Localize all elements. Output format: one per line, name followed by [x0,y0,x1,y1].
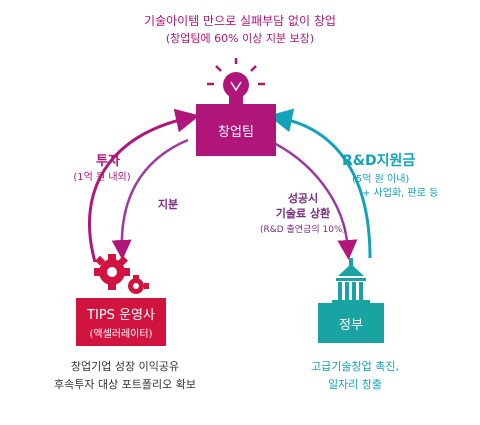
tips-note-2: 후속투자 대상 포트폴리오 확보 [53,378,197,391]
startup-team-label: 창업팀 [218,124,254,140]
investment-sublabel: (1억 원 내외) [73,172,131,183]
header-line-2: (창업팀에 60% 이상 지분 보장) [165,32,315,45]
repayment-arrow [267,138,358,260]
government-building-icon [332,258,370,303]
rnd-arrow [268,108,372,259]
government-note-2: 일자리 창출 [327,378,383,391]
header-line-1: 기술아이템 만으로 실패부담 없이 창업 [144,14,336,28]
equity-arrow [111,138,189,260]
tips-operator-sublabel: (액셀러레이터) [89,329,153,340]
government-box: 정부 [318,303,384,343]
tips-operator-label: TIPS 운영사 [87,308,155,323]
equity-label: 지분 [157,198,179,211]
repayment-sublabel: (R&D 출연금의 10%) [259,225,347,235]
rnd-grant-label: R&D지원금 [342,153,416,169]
rnd-grant-sublabel-1: (5억 원 이내) [352,174,410,185]
government-note-1: 고급기술창업 촉진, [311,360,399,373]
investment-label: 투자 [96,154,120,169]
gears-icon [94,254,149,294]
startup-team-box: 창업팀 [196,104,276,156]
tips-operator-box: TIPS 운영사 (액셀러레이터) [76,298,166,346]
lightbulb-icon [207,58,265,104]
investment-arrow [88,108,200,263]
repayment-label-2: 기술료 상환 [275,207,331,220]
rnd-grant-sublabel-2: + 사업화, 판로 등 [362,188,439,199]
government-label: 정부 [339,317,363,333]
repayment-label-1: 성공시 [287,192,319,205]
tips-note-1: 창업기업 성장 이익공유 [70,360,180,373]
